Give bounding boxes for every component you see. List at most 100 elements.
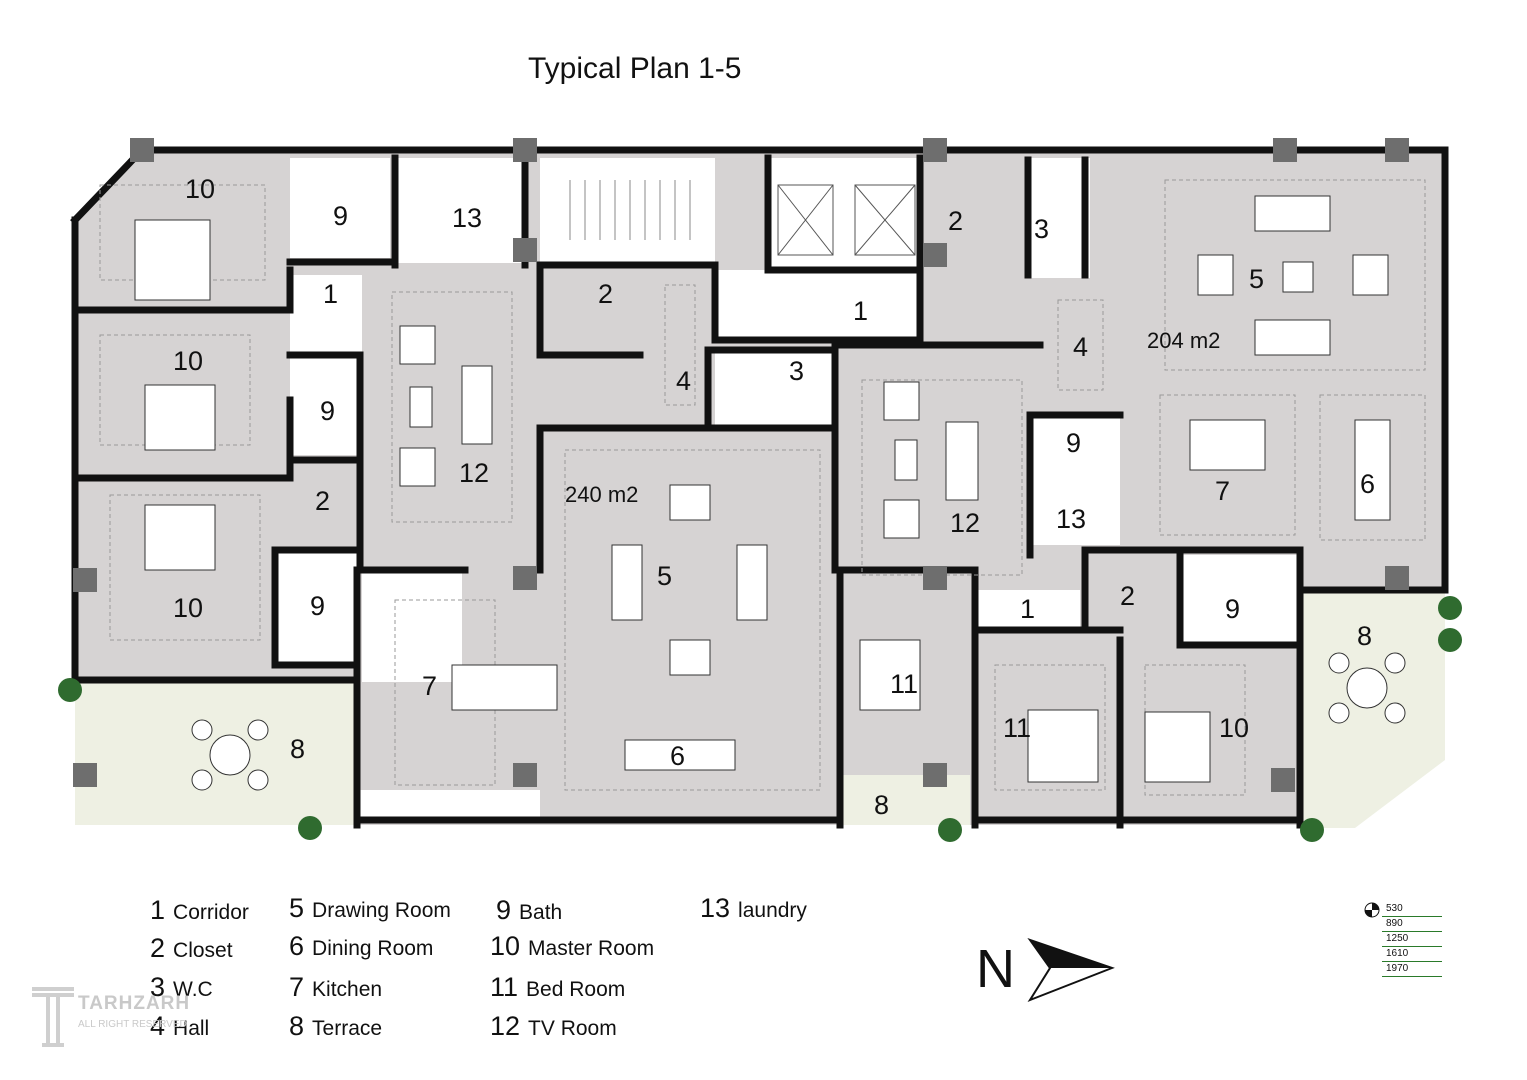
area-label: 204 m2: [1147, 328, 1220, 353]
legend-label: Drawing Room: [312, 899, 451, 922]
room-number-label: 3: [1034, 214, 1049, 244]
column: [513, 238, 537, 262]
legend-num: 2: [150, 933, 166, 963]
legend-num: 5: [289, 893, 305, 923]
column: [73, 568, 97, 592]
watermark-logo-icon: [32, 987, 74, 1047]
legend-num: 12: [490, 1011, 521, 1041]
legend-item-bath: 9 Bath: [496, 895, 562, 926]
furniture: [624, 739, 736, 771]
room-number-label: 8: [1357, 621, 1372, 651]
legend-label: Terrace: [312, 1017, 383, 1040]
legend-label: Bath: [519, 901, 563, 924]
room-number-label: 4: [676, 366, 691, 396]
room-number-label: 8: [874, 790, 889, 820]
zone-outline: [1319, 394, 1426, 541]
terrace-table: [209, 734, 251, 776]
service-zone: [540, 158, 715, 263]
north-label: N: [976, 939, 1015, 999]
service-zone: [1180, 555, 1300, 645]
plant-icon: [938, 818, 962, 842]
legend-num: 4: [150, 1011, 166, 1041]
room-number-label: 7: [422, 671, 437, 701]
room-number-label: 13: [1056, 504, 1086, 534]
room-number-label: 11: [1003, 713, 1031, 743]
level-row: 1970: [1382, 962, 1442, 977]
legend-label: Hall: [173, 1017, 210, 1040]
furniture: [1354, 419, 1391, 521]
service-zone: [362, 572, 462, 682]
elevator: [777, 184, 834, 256]
watermark: TARHZARH ALL RIGHT RESERVED: [30, 985, 189, 1052]
legend-label: TV Room: [528, 1017, 617, 1040]
furniture: [1254, 319, 1331, 356]
watermark-rights: ALL RIGHT RESERVED: [78, 1019, 187, 1030]
legend-num: 10: [490, 931, 521, 961]
furniture: [451, 664, 558, 711]
room-number-label: 4: [1073, 332, 1088, 362]
plant-icon: [58, 678, 82, 702]
terrace-chair: [1328, 652, 1350, 674]
furniture: [611, 544, 643, 621]
zone-outline: [1057, 299, 1104, 391]
terrace-chair: [191, 769, 213, 791]
room-number-label: 9: [1066, 428, 1081, 458]
elevator-cross: [777, 184, 834, 256]
room-number-label: 10: [173, 346, 203, 376]
legend-num: 6: [289, 931, 305, 961]
terrace-chair: [1384, 652, 1406, 674]
furniture: [736, 544, 768, 621]
zone-outline: [564, 449, 821, 791]
room-number-label: 10: [185, 174, 215, 204]
column: [1385, 138, 1409, 162]
legend-label: Master Room: [528, 937, 655, 960]
furniture: [461, 365, 493, 445]
furniture: [1189, 419, 1266, 471]
zone-outline: [1159, 394, 1296, 536]
column: [1273, 138, 1297, 162]
zone-outline: [1164, 179, 1426, 371]
furniture: [669, 639, 711, 676]
room-number-label: 2: [948, 206, 963, 236]
furniture: [399, 447, 436, 487]
column: [513, 566, 537, 590]
legend-item-drawing-room: 5 Drawing Room: [289, 893, 451, 924]
room-number-label: 10: [1219, 713, 1249, 743]
bed: [1144, 711, 1211, 783]
legend-label: Closet: [173, 939, 233, 962]
furniture: [883, 381, 920, 421]
service-zone: [1030, 415, 1120, 545]
column: [923, 566, 947, 590]
furniture: [399, 325, 436, 365]
legend-num: 1: [150, 895, 166, 925]
terrace-chair: [247, 769, 269, 791]
legend-num: 9: [496, 895, 512, 925]
legend-item-closet: 2 Closet: [150, 933, 233, 964]
zone-outline: [99, 184, 266, 281]
service-zone: [395, 158, 525, 263]
plan-title: Typical Plan 1-5: [528, 52, 742, 85]
plant-icon: [1438, 628, 1462, 652]
north-arrow-icon: [1030, 940, 1112, 968]
column: [1385, 566, 1409, 590]
zone-outline: [391, 291, 513, 523]
legend-num: 7: [289, 972, 305, 1002]
room-number-label: 6: [1360, 469, 1375, 499]
bed: [144, 384, 216, 451]
legend-item-master-room: 10 Master Room: [490, 931, 654, 962]
legend-num: 11: [490, 972, 519, 1002]
room-number-label: 5: [1249, 264, 1264, 294]
terrace-chair: [1328, 702, 1350, 724]
service-zone: [290, 275, 362, 360]
column: [513, 138, 537, 162]
bed: [134, 219, 211, 301]
room-number-label: 5: [657, 561, 672, 591]
plant-icon: [1300, 818, 1324, 842]
room-number-label: 1: [1020, 594, 1035, 624]
area-label: 240 m2: [565, 482, 638, 507]
room-number-label: 1: [853, 296, 868, 326]
